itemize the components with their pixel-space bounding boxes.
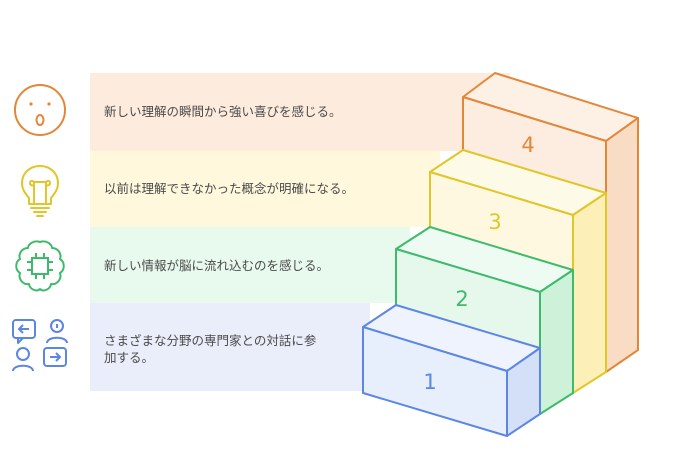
step-4-number: 4 — [521, 133, 534, 157]
step-3-text: 以前は理解できなかった概念が明確になる。 — [104, 181, 355, 196]
band-step-2 — [90, 227, 410, 303]
band-step-4 — [90, 73, 510, 151]
surprised-face-icon — [14, 84, 66, 136]
band-step-1 — [90, 303, 370, 391]
lightbulb-icon — [21, 165, 59, 217]
step-1-text: さまざまな分野の専門家との対話に参 加する。 — [104, 333, 317, 365]
band-step-3 — [90, 151, 440, 227]
step-2-text: 新しい情報が脳に流れ込むのを感じる。 — [104, 258, 330, 273]
people-exchange-icon — [12, 319, 68, 372]
step-4-text: 新しい理解の瞬間から強い喜びを感じる。 — [104, 104, 342, 119]
step-2-number: 2 — [455, 287, 468, 311]
brain-chip-icon — [15, 240, 65, 292]
step-3-number: 3 — [488, 210, 501, 234]
step-1-block — [362, 304, 541, 437]
step-1-number: 1 — [423, 370, 436, 394]
